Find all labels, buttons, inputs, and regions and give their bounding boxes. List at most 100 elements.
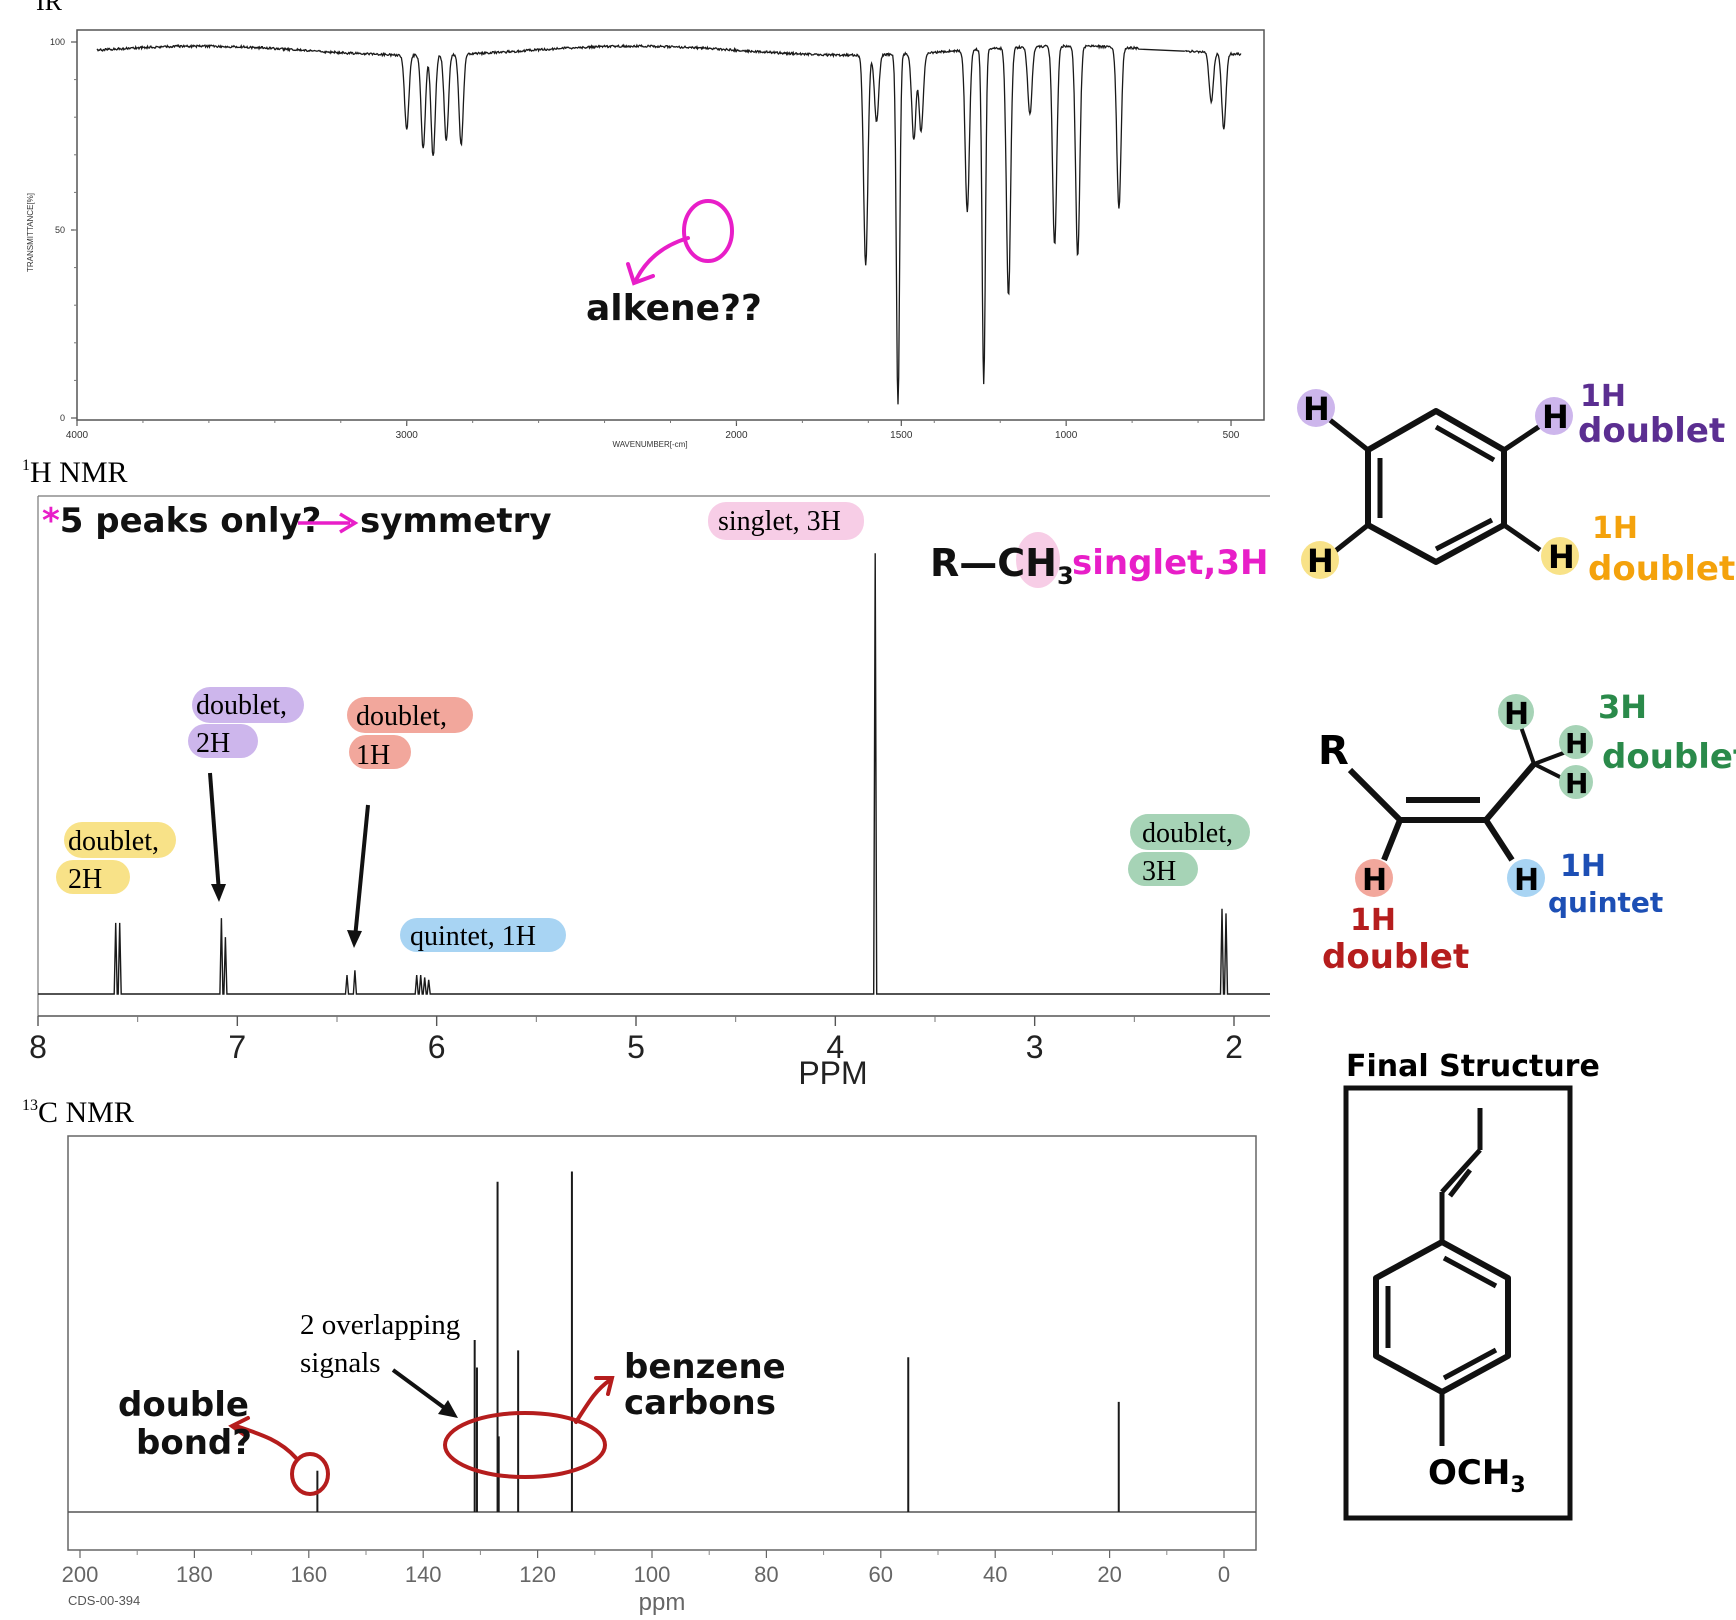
ir-y-tick-label: 100 — [50, 37, 65, 47]
label-doublet-1h-red-highlight — [347, 697, 473, 733]
label-doublet-2h-purple-highlight — [192, 687, 304, 723]
ir-x-tick-label: 4000 — [66, 430, 89, 441]
hnmr-note-result: symmetry — [360, 501, 552, 541]
benzene-bond-h2 — [1502, 423, 1542, 453]
alkene-1h-label-red: 1H — [1350, 903, 1396, 938]
overlap-annotation-line1: 2 overlapping — [300, 1309, 460, 1341]
ir-alkene-annotation: alkene?? — [586, 288, 762, 329]
cnmr-x-tick-label: 200 — [62, 1562, 99, 1587]
alkene-bond-ch3 — [1483, 762, 1537, 822]
ir-x-tick-label: 1000 — [1055, 430, 1078, 441]
label-doublet-3h-green-highlight-2 — [1128, 852, 1198, 886]
ch3-highlight — [1016, 532, 1060, 588]
ir-y-tick-label: 50 — [55, 225, 65, 235]
hnmr-section-label: 1H NMR — [22, 456, 128, 489]
hnmr-x-axis-label: PPM — [798, 1055, 867, 1091]
benzene-bond-h3 — [1332, 523, 1370, 554]
cnmr-plot-frame — [67, 1135, 1257, 1551]
hnmr-x-tick-label: 2 — [1225, 1029, 1243, 1065]
label-doublet-1h-red-line2: 1H — [356, 740, 390, 771]
benzene-1h-label-orange: 1H — [1592, 511, 1638, 546]
cnmr-x-axis-label: ppm — [639, 1589, 686, 1616]
methoxy-group: OCH3 — [1428, 1453, 1526, 1498]
h-yellow-highlight-right — [1541, 537, 1579, 575]
alkene-bond-h-right — [1483, 818, 1515, 862]
ir-spectrum-trace — [96, 43, 1242, 405]
hnmr-x-tick-label: 4 — [826, 1029, 844, 1065]
ir-y-axis-label: TRANSMITTANCE[%] — [26, 193, 35, 272]
benzene-1h-label-purple: 1H — [1580, 379, 1626, 414]
label-doublet-3h-green-highlight — [1130, 814, 1250, 850]
hnmr-x-tick-label: 6 — [428, 1029, 446, 1065]
cnmr-spectrum-code: CDS-00-394 — [68, 1593, 140, 1608]
arrow-to-6.43 — [353, 804, 370, 939]
overlap-arrow-head — [438, 1400, 458, 1418]
cnmr-x-tick-label: 20 — [1097, 1562, 1121, 1587]
r-group: R — [1318, 728, 1349, 774]
double-bond-arrow — [234, 1424, 298, 1460]
h-green-highlight-1 — [1498, 694, 1534, 730]
h-green-highlight-3 — [1559, 765, 1593, 799]
cnmr-x-tick-label: 100 — [634, 1562, 671, 1587]
label-doublet-2h-yellow-line2: 2H — [68, 864, 102, 895]
h-atom-yellow-right: H — [1548, 538, 1575, 576]
final-structure-box — [1343, 1085, 1573, 1521]
arrow-to-6.43-head — [347, 930, 362, 948]
h-atom-red: H — [1362, 863, 1387, 898]
ir-x-tick-label: 2000 — [725, 430, 748, 441]
benzene-arrow — [574, 1378, 612, 1424]
hnmr-x-tick-label: 7 — [228, 1029, 246, 1065]
benzene-inner-bond-1 — [1434, 424, 1496, 463]
ir-alkene-arrowhead — [626, 262, 655, 286]
alkene-sketch: R H H H H H 3H doublet 1H quintet 1H dou… — [1318, 688, 1736, 977]
double-bond-arrow-head — [228, 1416, 250, 1438]
h-blue-highlight — [1507, 859, 1545, 897]
h-atom-purple-left: H — [1303, 390, 1330, 428]
overlap-arrow — [391, 1368, 452, 1414]
ir-x-tick-label: 1500 — [890, 430, 913, 441]
label-quintet-1h: quintet, 1H — [410, 921, 536, 952]
cnmr-x-tick-label: 60 — [869, 1562, 893, 1587]
cnmr-x-tick-label: 0 — [1218, 1562, 1230, 1587]
final-inner-bond-1 — [1442, 1255, 1498, 1289]
final-structure: Final Structure OCH3 — [1343, 1049, 1600, 1521]
h-green-highlight-2 — [1559, 725, 1593, 759]
double-bond-label-line2: bond? — [136, 1423, 252, 1463]
methyl-bond-2 — [1533, 750, 1567, 766]
propenyl-bond-2 — [1440, 1148, 1482, 1194]
h-atom-green-1: H — [1504, 697, 1529, 732]
benzene-carbons-circle — [443, 1411, 607, 1479]
ir-x-ticks: 4000 3000 2000 1500 1000 500 — [66, 420, 1240, 441]
hnmr-note: *5 peaks only? — [42, 501, 321, 541]
ir-x-tick-label: 3000 — [396, 430, 419, 441]
ir-x-tick-label: 500 — [1223, 430, 1240, 441]
hnmr-spectrum-trace — [38, 553, 1270, 995]
benzene-arrow-head — [594, 1376, 615, 1396]
alkene-quintet-label-blue: quintet — [1548, 886, 1663, 919]
alkene-bond-r — [1347, 767, 1403, 823]
benzene-sketch: H H H H 1H doublet 1H doublet — [1297, 379, 1735, 589]
label-doublet-2h-purple-line1: doublet, — [196, 690, 287, 721]
label-doublet-2h-yellow-highlight — [64, 822, 176, 858]
cnmr-x-tick-label: 180 — [176, 1562, 213, 1587]
h-purple-highlight-right — [1535, 397, 1573, 435]
label-doublet-2h-yellow-highlight-2 — [56, 860, 130, 894]
hnmr-note-arrowhead — [339, 512, 359, 534]
benzene-bond-h1 — [1328, 418, 1370, 452]
cnmr-section-label: 13C NMR — [22, 1096, 134, 1129]
benzene-bond-h4 — [1502, 522, 1542, 553]
alkene-3h-label-green: 3H — [1598, 688, 1647, 726]
double-bond-label-line1: double — [118, 1385, 249, 1425]
h-atom-purple-right: H — [1542, 398, 1569, 436]
ir-section-label: IR — [36, 0, 63, 16]
benzene-inner-bond-2 — [1434, 517, 1494, 552]
alkene-bond-h-left — [1381, 818, 1403, 862]
benzene-doublet-label-purple: doublet — [1578, 411, 1725, 451]
h-red-highlight — [1355, 859, 1393, 897]
